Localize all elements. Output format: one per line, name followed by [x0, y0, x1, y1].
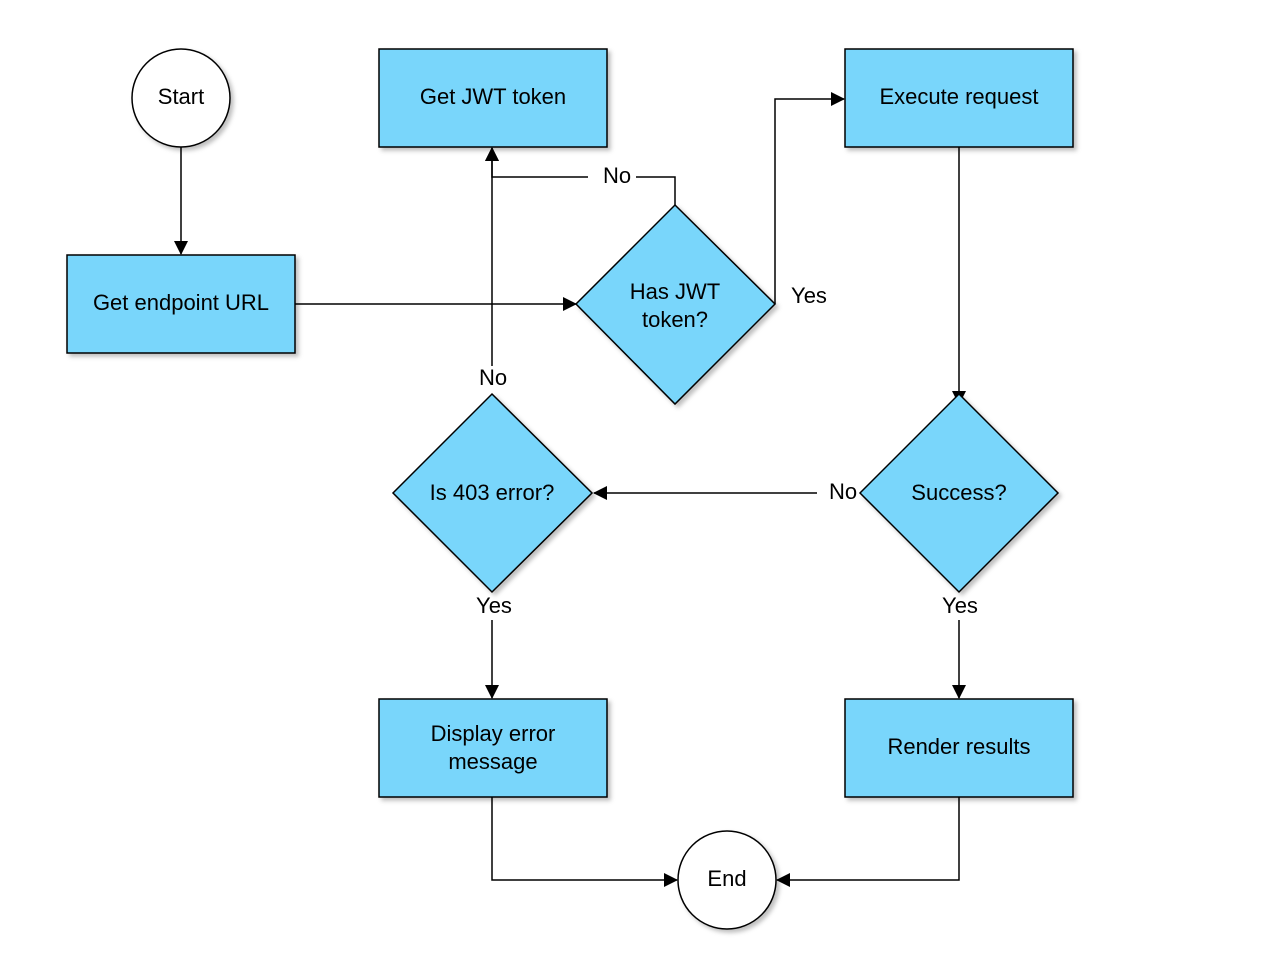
node-start-label: Start [158, 84, 204, 109]
node-render-results-label: Render results [887, 734, 1030, 759]
edge-labels: No Yes No Yes No Yes [476, 163, 978, 618]
node-end-label: End [707, 866, 746, 891]
node-get-jwt-token-label: Get JWT token [420, 84, 566, 109]
node-start: Start [131, 48, 231, 148]
node-display-error-message-label-line2: message [448, 749, 537, 774]
node-has-jwt-token-label-line1: Has JWT [630, 279, 720, 304]
node-execute-request-label: Execute request [880, 84, 1039, 109]
node-success-label: Success? [911, 480, 1006, 505]
node-is-403-error: Is 403 error? [391, 392, 594, 594]
node-has-jwt-token-label-line2: token? [642, 307, 708, 332]
edge-render-to-end [776, 797, 960, 887]
edge-display-to-end [491, 797, 678, 887]
node-render-results: Render results [844, 698, 1074, 798]
edges [174, 92, 966, 887]
node-end: End [677, 830, 777, 930]
node-has-jwt-token: Has JWT token? [574, 203, 777, 406]
node-display-error-message-label-line1: Display error [431, 721, 556, 746]
node-success: Success? [858, 392, 1060, 594]
node-get-endpoint-url: Get endpoint URL [66, 254, 296, 354]
edge-label-has-jwt-yes: Yes [791, 283, 827, 308]
edge-label-is403-no: No [479, 365, 507, 390]
node-get-endpoint-url-label: Get endpoint URL [93, 290, 269, 315]
node-execute-request: Execute request [844, 48, 1074, 148]
edge-label-is403-yes: Yes [476, 593, 512, 618]
edge-has-jwt-no-to-get-jwt [492, 148, 676, 205]
node-get-jwt-token: Get JWT token [378, 48, 608, 148]
edge-label-success-yes: Yes [942, 593, 978, 618]
edge-label-has-jwt-no: No [603, 163, 631, 188]
edge-has-jwt-yes-to-execute [774, 92, 845, 304]
node-is-403-error-label: Is 403 error? [430, 480, 555, 505]
edge-label-success-no: No [829, 479, 857, 504]
node-display-error-message: Display error message [378, 698, 608, 798]
